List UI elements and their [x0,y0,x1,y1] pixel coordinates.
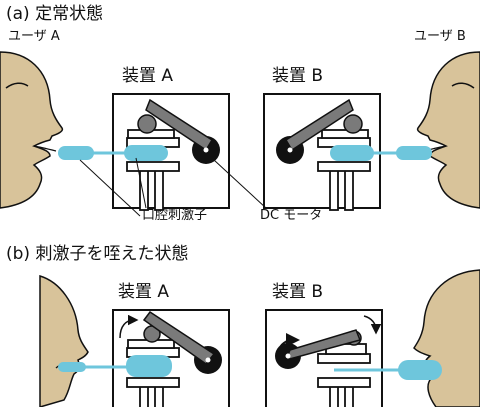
stimulator-a [58,146,94,160]
user-b-face [416,51,480,209]
stimulator-pad-b [330,145,374,161]
stimulator-b-b [398,360,442,380]
rotation-arrow-b-motor [277,333,300,353]
user-a-face-b [39,274,89,407]
device-b-label-b: 装置 B [272,282,324,302]
device-a-label-b: 装置 A [118,282,170,302]
stimulator-callout: 口腔刺激子 [142,208,208,223]
user-b-face-b [413,269,480,407]
rotation-arrow-b [363,315,382,335]
device-b-label: 装置 B [272,66,324,86]
user-a-label: ユーザ A [8,29,60,44]
user-a-face [0,51,64,209]
lever-arm-b [284,98,354,152]
device-a-label: 装置 A [122,66,174,86]
section-b-title: (b) 刺激子を咥えた状態 [6,244,189,264]
stimulator-a-b [58,362,86,372]
lever-arm-a [145,98,214,152]
user-b-label: ユーザ B [414,29,466,44]
stimulator-pad-a-b [126,355,172,377]
stimulator-pad-a [124,145,168,161]
lever-arm-a-b [142,310,216,366]
stimulator-b [396,146,432,160]
motor-callout: DC モータ [260,208,323,223]
rotation-arrow-a [119,314,139,339]
section-a-title: (a) 定常状態 [6,4,104,24]
